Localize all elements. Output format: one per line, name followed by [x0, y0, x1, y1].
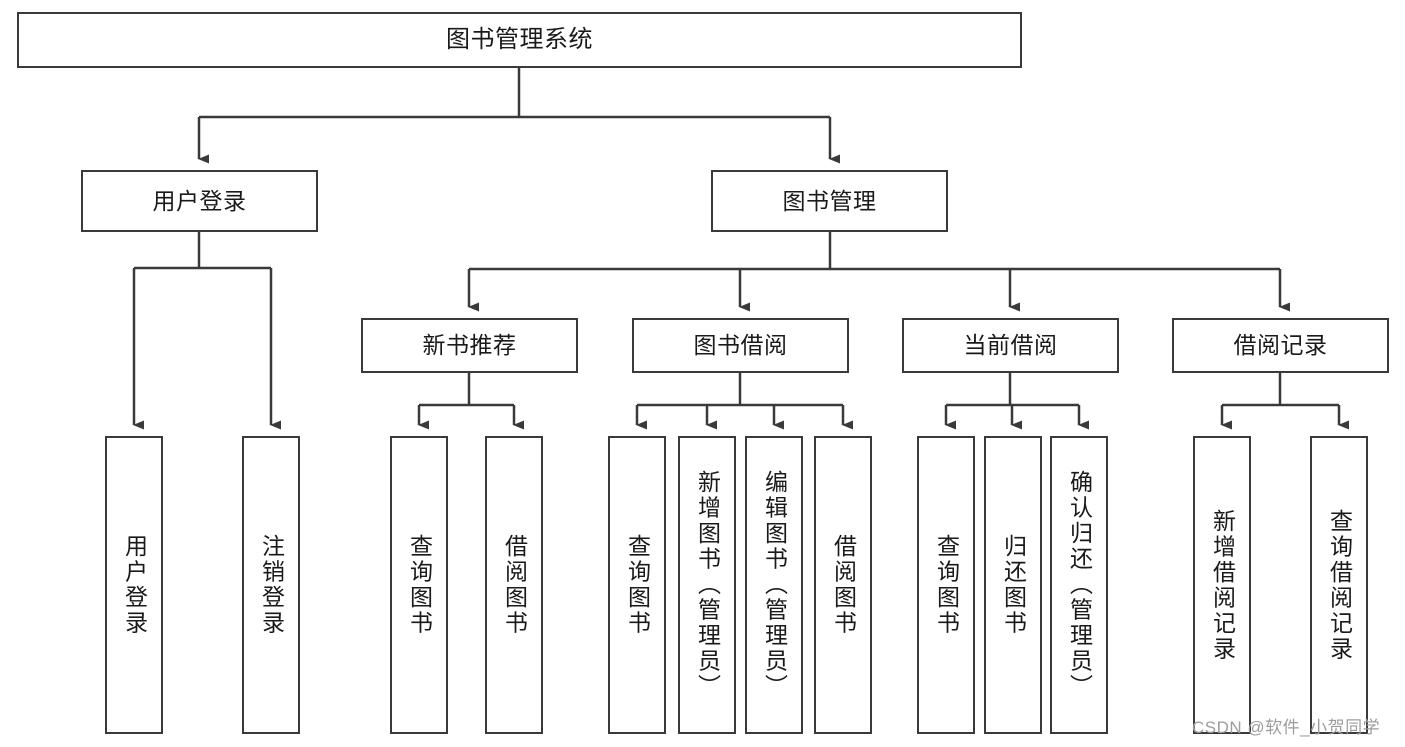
node-label: 借阅图书	[830, 534, 857, 636]
node-new-book-recommend[interactable]: 新书推荐	[361, 318, 578, 373]
node-label: 编辑图书（管理员）	[761, 470, 788, 700]
leaf-book-borrow-add-book-admin[interactable]: 新增图书（管理员）	[678, 436, 736, 734]
node-label: 用户登录	[152, 187, 247, 214]
leaf-user-login-logout[interactable]: 注销登录	[242, 436, 300, 734]
leaf-current-borrow-query-book[interactable]: 查询图书	[917, 436, 975, 734]
node-current-borrow[interactable]: 当前借阅	[902, 318, 1119, 373]
node-label: 确认归还（管理员）	[1066, 470, 1093, 700]
node-root-book-management-system[interactable]: 图书管理系统	[17, 12, 1022, 68]
node-label: 查询借阅记录	[1326, 508, 1353, 662]
node-label: 查询图书	[624, 534, 651, 636]
leaf-book-borrow-borrow-book[interactable]: 借阅图书	[814, 436, 872, 734]
node-label: 查询图书	[406, 534, 433, 636]
node-label: 查询图书	[933, 534, 960, 636]
node-label: 图书管理	[782, 187, 877, 214]
node-label: 新书推荐	[422, 332, 517, 359]
watermark: CSDN @软件_小贺同学	[1192, 718, 1381, 737]
leaf-new-book-query-book[interactable]: 查询图书	[390, 436, 448, 734]
node-label: 借阅记录	[1233, 332, 1328, 359]
leaf-book-borrow-query-book[interactable]: 查询图书	[608, 436, 666, 734]
node-label: 注销登录	[258, 534, 285, 636]
node-borrow-record[interactable]: 借阅记录	[1172, 318, 1389, 373]
node-label: 新增图书（管理员）	[694, 470, 721, 700]
node-label: 图书借阅	[693, 332, 788, 359]
leaf-current-borrow-return-book[interactable]: 归还图书	[984, 436, 1042, 734]
node-user-login[interactable]: 用户登录	[81, 170, 318, 232]
node-book-management[interactable]: 图书管理	[711, 170, 948, 232]
node-label: 当前借阅	[963, 332, 1058, 359]
leaf-borrow-record-add-record[interactable]: 新增借阅记录	[1193, 436, 1251, 734]
node-label: 新增借阅记录	[1209, 508, 1236, 662]
node-label: 借阅图书	[501, 534, 528, 636]
leaf-new-book-borrow-book[interactable]: 借阅图书	[485, 436, 543, 734]
node-book-borrow[interactable]: 图书借阅	[632, 318, 849, 373]
leaf-book-borrow-edit-book-admin[interactable]: 编辑图书（管理员）	[745, 436, 803, 734]
node-label: 图书管理系统	[446, 26, 593, 54]
node-label: 归还图书	[1000, 534, 1027, 636]
node-label: 用户登录	[121, 534, 148, 636]
leaf-borrow-record-query-record[interactable]: 查询借阅记录	[1310, 436, 1368, 734]
leaf-current-borrow-confirm-return-admin[interactable]: 确认归还（管理员）	[1050, 436, 1108, 734]
leaf-user-login-login[interactable]: 用户登录	[105, 436, 163, 734]
